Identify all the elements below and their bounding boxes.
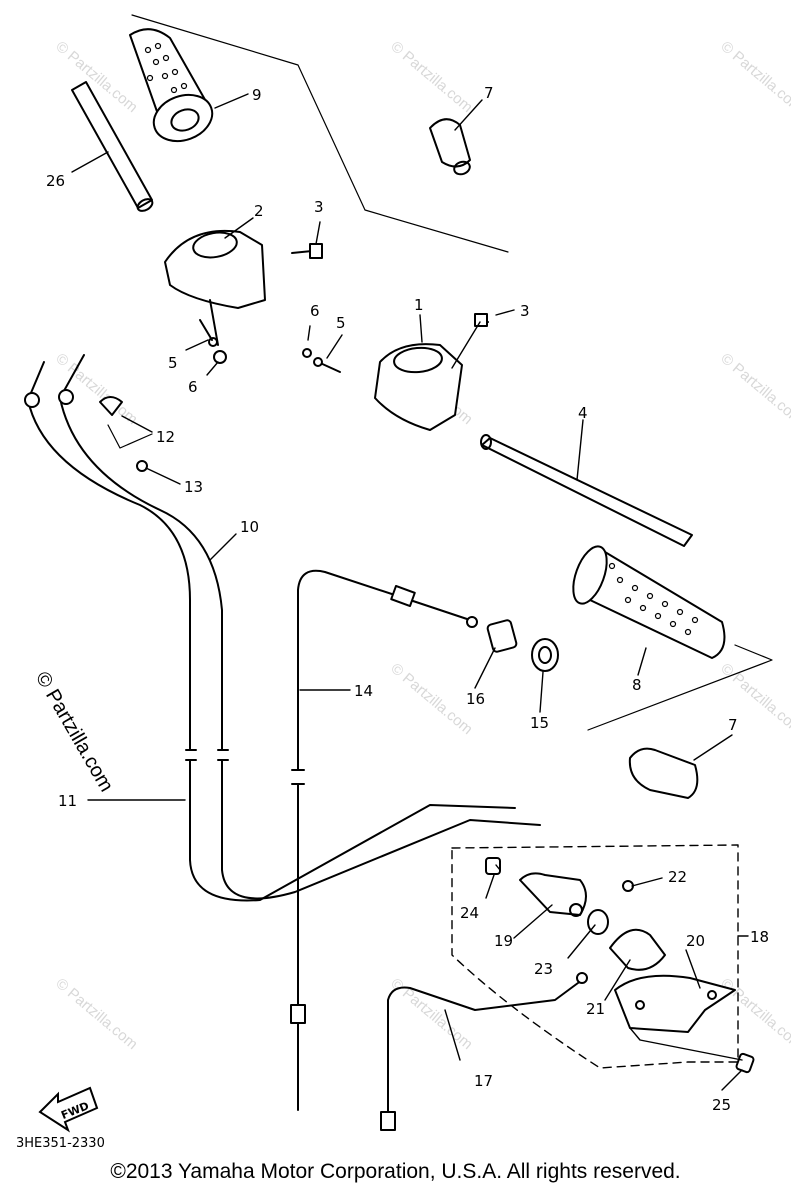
callout-13: 13 [184,478,203,496]
callout-14: 14 [354,682,373,700]
callout-8: 8 [632,676,642,694]
callout-9: 9 [252,86,262,104]
throttle-cables [24,354,541,902]
callout-12: 12 [156,428,175,446]
callout-5: 5 [336,314,346,332]
choke-lever-parts [485,857,755,1074]
right-grip-part [572,545,726,659]
callout-6: 6 [310,302,320,320]
callout-3: 3 [314,198,324,216]
throttle-sleeve-part [71,81,154,212]
watermark-text: © Partzilla.com [717,975,791,1053]
callout-numbers: 9 7 26 2 3 6 5 1 3 5 6 4 12 13 10 14 16 … [46,84,769,1114]
callout-25: 25 [712,1096,731,1114]
watermark-text: © Partzilla.com [717,350,791,428]
callout-18: 18 [750,928,769,946]
group-outline-choke-lever [451,844,739,1069]
callout-7: 7 [728,716,738,734]
throttle-housing-part [164,229,266,346]
callout-26: 26 [46,172,65,190]
callout-6: 6 [188,378,198,396]
leader-lines [71,93,749,1091]
right-switch-housing-part [374,313,489,431]
copyright-notice: ©2013 Yamaha Motor Corporation, U.S.A. A… [110,1160,681,1183]
callout-21: 21 [586,1000,605,1018]
drawing-code: 3HE351-2330 [16,1136,105,1150]
watermark-text: © Partzilla.com [387,38,475,116]
handlebar-part [480,434,693,547]
callout-15: 15 [530,714,549,732]
callout-20: 20 [686,932,705,950]
callout-16: 16 [466,690,485,708]
group-outline-grip [587,644,773,731]
watermark-text: © Partzilla.com [387,660,475,738]
callout-3: 3 [520,302,530,320]
callout-10: 10 [240,518,259,536]
parts-diagram: © Partzilla.com © Partzilla.com © Partzi… [16,14,791,1150]
callout-17: 17 [474,1072,493,1090]
callout-4: 4 [578,404,588,422]
group-outline-top [131,14,509,253]
small-screw-part [199,319,341,373]
callout-19: 19 [494,932,513,950]
bar-end-weight-bottom [628,747,699,799]
callout-11: 11 [58,792,77,810]
callout-2: 2 [254,202,264,220]
left-grip-part [129,28,214,143]
cable-adjuster-part [486,619,559,672]
bar-end-weight-top [429,118,471,176]
callout-1: 1 [414,296,424,314]
choke-cable [287,569,478,1111]
screw-part [291,243,323,259]
watermarks: © Partzilla.com © Partzilla.com © Partzi… [52,38,791,1053]
callout-22: 22 [668,868,687,886]
cable-fitting-part [99,396,153,472]
callout-23: 23 [534,960,553,978]
choke-cable-lower [380,972,588,1131]
fwd-arrow: FWD [38,1086,99,1133]
callout-5: 5 [168,354,178,372]
watermark-text: © Partzilla.com [387,975,475,1053]
callout-24: 24 [460,904,479,922]
watermark-text: © Partzilla.com [52,975,140,1053]
watermark-text: © Partzilla.com [717,38,791,116]
callout-7: 7 [484,84,494,102]
